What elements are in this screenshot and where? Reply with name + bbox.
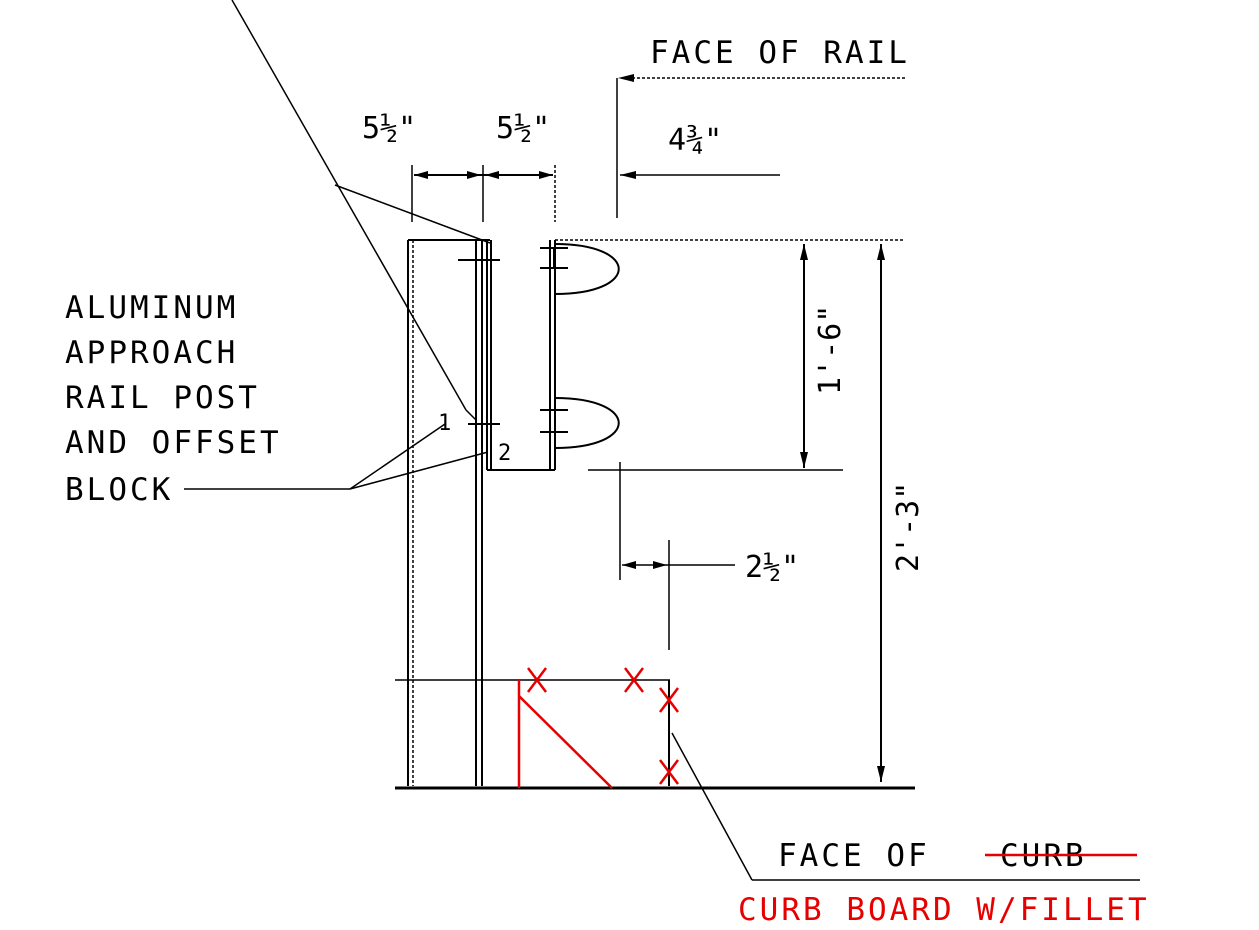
post-label: ALUMINUM APPROACH RAIL POST AND OFFSET B… bbox=[65, 290, 282, 508]
face-of-curb-prefix: FACE OF bbox=[778, 838, 930, 874]
callout-1: 1 bbox=[438, 411, 451, 436]
rail-height-dim: 1'-6" bbox=[813, 305, 848, 395]
top-dimension-chain: 5½" 5½" 4¾" bbox=[362, 111, 780, 222]
curb-offset-dimension: 2½" bbox=[619, 462, 799, 650]
face-of-curb-label: FACE OF CURB CURB BOARD W/FILLET bbox=[738, 838, 1150, 928]
curb-offset-dim: 2½" bbox=[745, 550, 799, 585]
face-of-rail-callout: FACE OF RAIL bbox=[616, 35, 910, 218]
rail-profile bbox=[458, 243, 620, 449]
red-markup bbox=[517, 667, 679, 789]
ground-and-curb bbox=[395, 679, 915, 790]
curb-board-note: CURB BOARD W/FILLET bbox=[738, 892, 1150, 928]
rail-post bbox=[407, 239, 490, 786]
face-of-rail-label: FACE OF RAIL bbox=[650, 35, 910, 71]
post-width-dim: 5½" bbox=[362, 111, 416, 146]
post-label-line-5: BLOCK bbox=[65, 472, 173, 508]
total-height-dim: 2'-3" bbox=[891, 482, 926, 572]
post-label-line-1: ALUMINUM bbox=[65, 290, 238, 326]
callout-2: 2 bbox=[498, 441, 511, 466]
vertical-dimensions: 1'-6" 2'-3" bbox=[588, 244, 926, 782]
leader-lines bbox=[184, 0, 1140, 881]
post-label-line-4: AND OFFSET bbox=[65, 425, 282, 461]
post-label-line-2: APPROACH bbox=[65, 335, 238, 371]
post-label-line-3: RAIL POST bbox=[65, 380, 260, 416]
block-width-dim: 5½" bbox=[496, 111, 550, 146]
rail-offset-dim: 4¾" bbox=[668, 123, 722, 158]
